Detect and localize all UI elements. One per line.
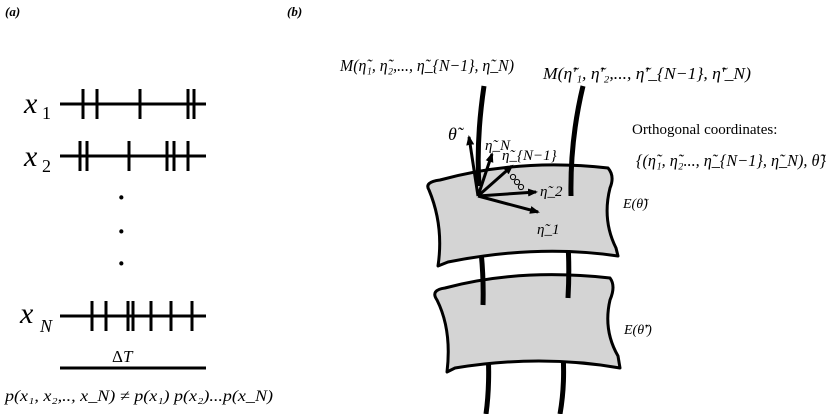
surface-e-theta-prime-label: E(θ̃') — [623, 323, 652, 338]
intermediate-dot-1 — [509, 173, 517, 181]
panel-b-label: (b) — [287, 4, 302, 19]
spike-train-row-2: x 2 — [23, 140, 206, 176]
eta-n-minus-1-vector-arrow — [477, 164, 514, 198]
delta-symbol: Δ — [112, 347, 123, 366]
manifold-1-label: M(η̃₁, η̃₂,..., η̃_{N−1}, η̃_N) — [339, 56, 514, 75]
coordinate-vectors — [466, 135, 540, 214]
row-1-spikes — [81, 89, 196, 119]
ellipsis-dot-3: · — [117, 249, 126, 278]
ellipsis-dot-1: · — [117, 183, 126, 212]
row-2-spikes — [78, 141, 190, 171]
eta-n-label: η̃_N — [485, 138, 511, 154]
row-1-var: x — [23, 87, 38, 120]
surface-e-theta-prime — [433, 273, 622, 374]
panel-a-label: (a) — [5, 4, 20, 19]
manifold-2-label: M(η̃'₁, η̃'₂,..., η̃'_{N−1}, η̃'_N) — [542, 64, 751, 83]
spike-train-row-n: x N — [19, 297, 206, 336]
spike-train-row-1: x 1 — [23, 87, 206, 123]
eta-2-vector-arrow — [477, 188, 538, 198]
eta-n-minus-1-label: η̃_{N−1} — [502, 148, 557, 164]
orthogonal-coordinates-title: Orthogonal coordinates: — [632, 122, 777, 138]
row-1-sub: 1 — [42, 103, 51, 123]
row-n-spikes — [90, 301, 194, 331]
intermediate-dot-3 — [517, 183, 525, 191]
row-n-var: x — [19, 297, 34, 330]
manifold-1-line-top — [475, 85, 487, 187]
ellipsis-dot-2: · — [117, 217, 126, 246]
theta-vector-arrow — [466, 135, 480, 197]
intermediate-dot-2 — [513, 178, 521, 186]
delta-var: T — [123, 347, 134, 366]
eta-2-label: η̃_2 — [540, 184, 563, 200]
row-2-var: x — [23, 140, 38, 173]
eta-1-vector-arrow — [477, 194, 540, 214]
surface-e-theta-label: E(θ̃) — [622, 197, 649, 212]
manifold-2-line-top — [568, 85, 586, 197]
row-n-sub: N — [39, 316, 53, 336]
surface-e-theta — [426, 163, 620, 268]
theta-vector-label: θ̃ — [448, 124, 465, 144]
joint-probability-formula: p(x₁, x₂,.., x_N) ≠ p(x₁) p(x₂)...p(x_N) — [4, 388, 273, 405]
delta-t-label: ΔT — [112, 347, 134, 366]
eta-1-label: η̃_1 — [537, 222, 559, 238]
eta-n-vector-arrow — [476, 152, 494, 197]
row-2-sub: 2 — [42, 156, 51, 176]
orthogonal-coordinate-set: {(η̃₁, η̃₂..., η̃_{N−1}, η̃_N), θ̃} — [636, 151, 826, 170]
